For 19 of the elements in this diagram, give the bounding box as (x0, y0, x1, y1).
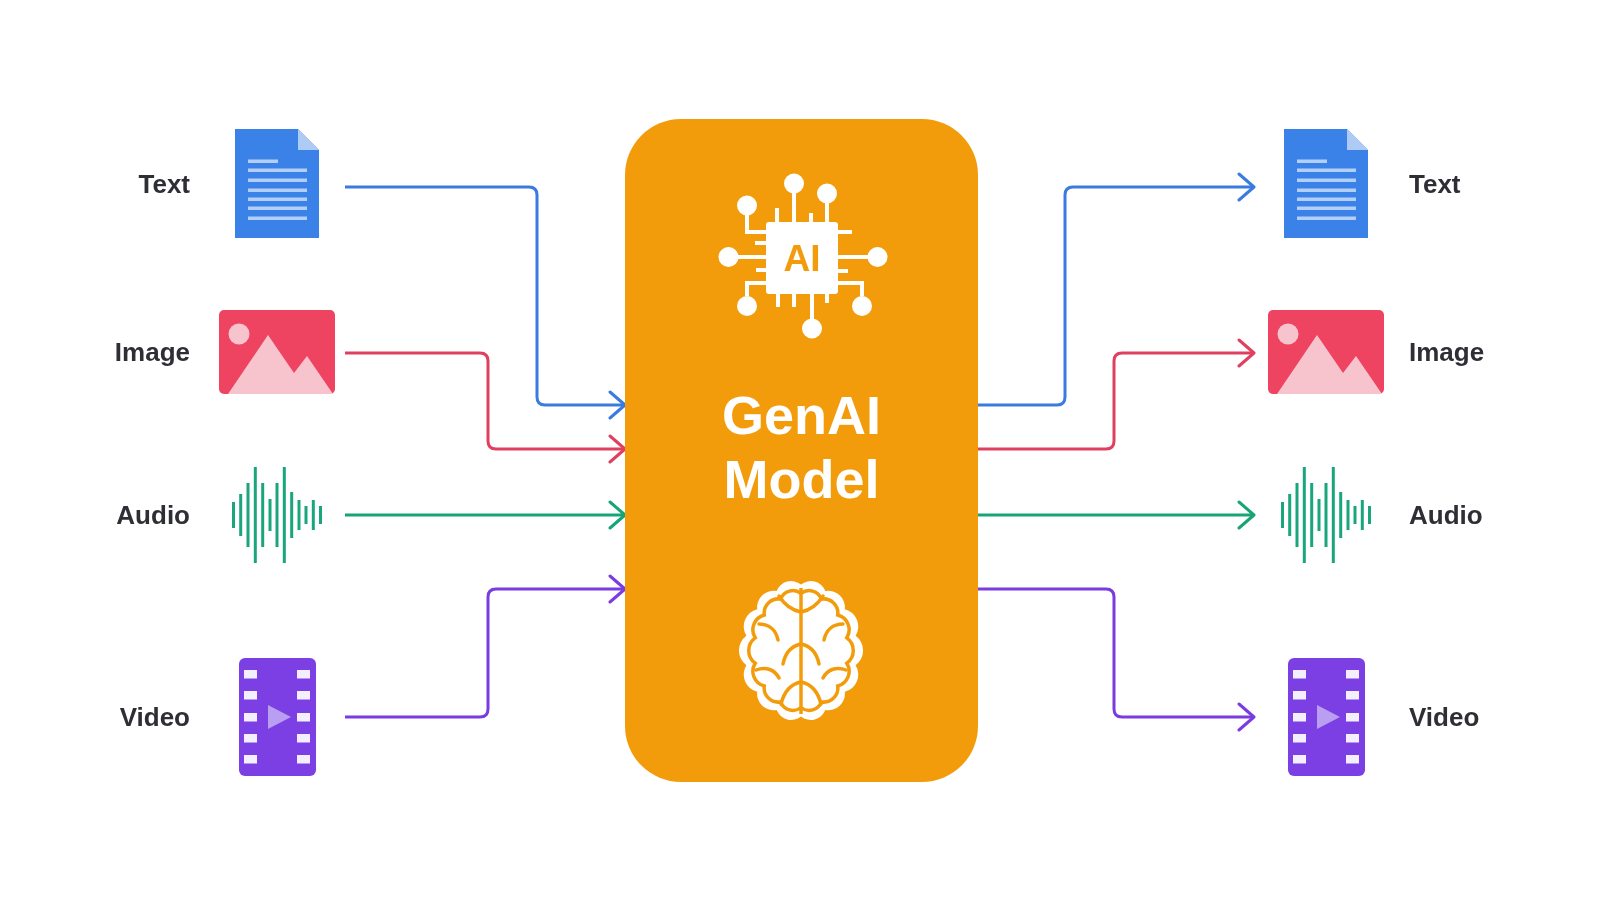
arrow (345, 500, 627, 530)
modality-label: Video (1409, 701, 1480, 733)
arrow (978, 500, 1256, 530)
model-title: GenAI Model (721, 384, 882, 511)
arrow (345, 574, 627, 719)
modality-label: Audio (1409, 499, 1483, 531)
arrow (978, 172, 1256, 407)
modality-label: Image (114, 336, 190, 368)
chip-label: AI (766, 222, 838, 294)
arrow (345, 185, 627, 420)
modality-label: Text (1409, 167, 1461, 200)
arrow (978, 338, 1256, 451)
modality-label: Video (119, 701, 190, 733)
modality-label: Audio (116, 499, 190, 531)
arrow (978, 587, 1256, 732)
arrow (345, 351, 627, 464)
model-panel (625, 119, 978, 782)
modality-label: Image (1409, 336, 1485, 368)
modality-label: Text (138, 167, 190, 200)
